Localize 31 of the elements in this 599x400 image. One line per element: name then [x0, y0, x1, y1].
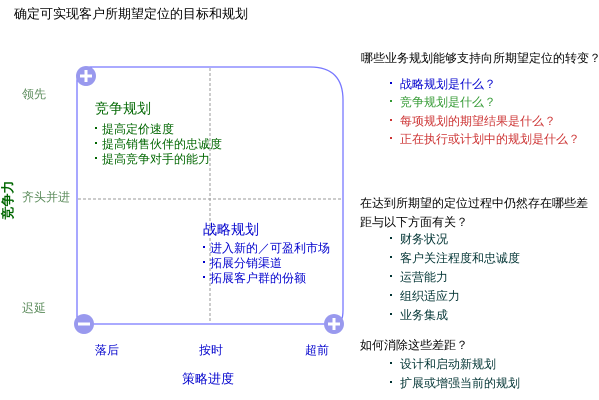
axis-label: 领先 [22, 86, 46, 102]
list-item: 业务集成 [400, 307, 448, 323]
axis-label: 超前 [305, 342, 329, 358]
list-item: 战略规划是什么？ [400, 76, 496, 92]
axis-title: 策略进度 [182, 372, 234, 388]
axis-label: 按时 [199, 342, 223, 358]
list-item: 拓展分销渠道 [210, 255, 282, 271]
list-item: 组织适应力 [400, 288, 460, 304]
plan-heading: 竞争规划 [95, 101, 151, 117]
axis-label: 齐头并进 [22, 189, 70, 205]
list-item: 提高定价速度 [102, 121, 174, 137]
list-item: 提高竞争对手的能力 [102, 151, 210, 167]
axis-label: 迟延 [22, 300, 46, 316]
list-item: 拓展客户群的份额 [210, 270, 306, 286]
list-item: 提高销售伙伴的忠诚度 [102, 136, 222, 152]
question: 在达到所期望的定位过程中仍然存在哪些差距与以下方面有关？ [360, 195, 589, 231]
list-item: 进入新的／可盈利市场 [210, 240, 330, 256]
question: 哪些业务规划能够支持向所期望定位的转变？ [361, 50, 599, 66]
list-item: 客户关注程度和忠诚度 [400, 250, 520, 266]
list-item: 运营能力 [400, 269, 448, 285]
list-item: 竞争规划是什么？ [400, 94, 496, 110]
title: 确定可实现客户所期望定位的目标和规划 [14, 7, 248, 23]
list-item: 正在执行或计划中的规划是什么？ [400, 131, 580, 147]
plan-heading: 战略规划 [203, 222, 259, 238]
list-item: 每项规划的期望结果是什么？ [400, 113, 556, 129]
question: 如何消除这些差距？ [360, 337, 468, 353]
axis-label: 落后 [95, 342, 119, 358]
list-item: 财务状况 [400, 231, 448, 247]
list-item: 扩展或增强当前的规划 [400, 375, 520, 391]
list-item: 设计和启动新规划 [400, 356, 496, 372]
axis-title: 竞争力 [1, 180, 17, 221]
